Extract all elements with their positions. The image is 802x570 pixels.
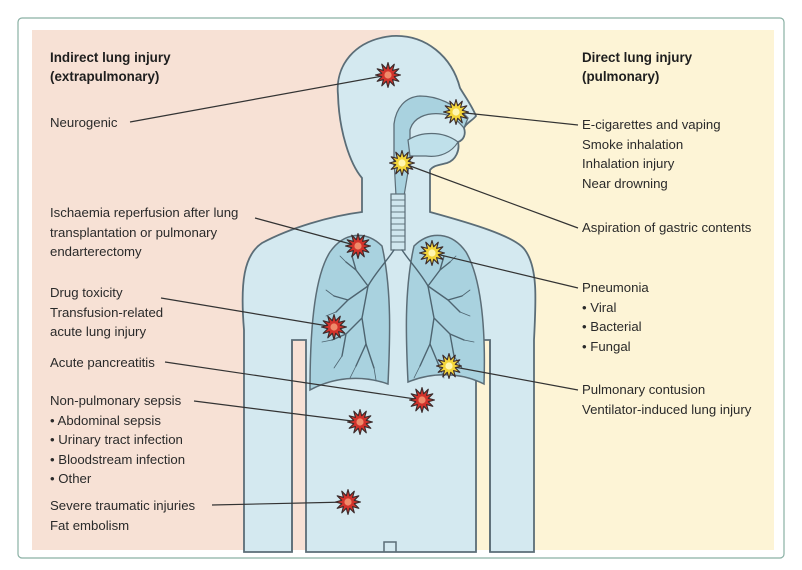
connector-lines bbox=[129, 74, 579, 506]
injury-marker-abdomen bbox=[346, 408, 374, 436]
label-line: acute lung injury bbox=[50, 324, 147, 340]
injury-marker-brain bbox=[374, 61, 402, 89]
outer-frame bbox=[17, 17, 785, 559]
label-line: Ventilator-induced lung injury bbox=[582, 401, 752, 417]
label-line: Smoke inhalation bbox=[582, 136, 684, 152]
injury-marker-right-lung-mid bbox=[320, 313, 348, 341]
label-acute-pancreatitis: Acute pancreatitis bbox=[50, 353, 155, 373]
injury-marker-nose bbox=[442, 98, 470, 126]
label-line: E-cigarettes and vaping bbox=[582, 117, 721, 132]
label-line: • Viral bbox=[582, 299, 617, 315]
label-line: Acute pancreatitis bbox=[50, 355, 155, 370]
label-line: • Other bbox=[50, 471, 92, 487]
label-non-pulmonary-sepsis: Non-pulmonary sepsis • Abdominal sepsis … bbox=[50, 391, 185, 489]
trachea-rings bbox=[391, 199, 405, 243]
injury-marker-pelvis bbox=[334, 488, 362, 516]
indirect-title: Indirect lung injury (extrapulmonary) bbox=[50, 48, 171, 86]
injury-marker-pancreas bbox=[408, 386, 436, 414]
label-pulmonary-contusion: Pulmonary contusion Ventilator-induced l… bbox=[582, 380, 751, 419]
label-line: Fat embolism bbox=[50, 517, 130, 533]
label-line: endarterectomy bbox=[50, 244, 142, 260]
direct-title: Direct lung injury (pulmonary) bbox=[582, 48, 692, 86]
injury-marker-right-lung-upper bbox=[344, 232, 372, 260]
label-neurogenic: Neurogenic bbox=[50, 113, 117, 133]
label-aspiration: Aspiration of gastric contents bbox=[582, 218, 751, 238]
label-line: Ischaemia reperfusion after lung bbox=[50, 205, 239, 220]
label-severe-traumatic-injuries: Severe traumatic injuries Fat embolism bbox=[50, 496, 195, 535]
injury-marker-left-lung-upper bbox=[418, 239, 446, 267]
injury-markers bbox=[320, 61, 470, 516]
label-drug-toxicity: Drug toxicity Transfusion-related acute … bbox=[50, 283, 163, 342]
label-line: Non-pulmonary sepsis bbox=[50, 393, 182, 408]
label-line: Near drowning bbox=[582, 175, 668, 191]
label-pneumonia: Pneumonia • Viral • Bacterial • Fungal bbox=[582, 278, 649, 356]
injury-marker-pharynx bbox=[388, 149, 416, 177]
label-ischaemia-reperfusion: Ischaemia reperfusion after lung transpl… bbox=[50, 203, 238, 262]
oral-cavity bbox=[407, 132, 459, 157]
bronchial-tree bbox=[331, 249, 465, 369]
left-lung bbox=[405, 234, 486, 386]
label-line: • Urinary tract infection bbox=[50, 432, 183, 448]
navel bbox=[383, 541, 397, 552]
injury-marker-left-lung-lower bbox=[435, 352, 463, 380]
label-line: Severe traumatic injuries bbox=[50, 498, 196, 513]
label-line: • Bloodstream infection bbox=[50, 451, 186, 467]
label-line: Inhalation injury bbox=[582, 156, 675, 172]
label-e-cigarettes: E-cigarettes and vaping Smoke inhalation… bbox=[582, 115, 721, 193]
indirect-title-line: Indirect lung injury bbox=[50, 50, 171, 65]
label-line: transplantation or pulmonary bbox=[50, 224, 218, 240]
label-line: Pulmonary contusion bbox=[582, 382, 706, 397]
label-line: Aspiration of gastric contents bbox=[582, 220, 752, 235]
label-line: Neurogenic bbox=[50, 115, 118, 130]
label-line: Transfusion-related bbox=[50, 304, 164, 320]
right-lung bbox=[309, 234, 391, 392]
direct-title-subline: (pulmonary) bbox=[582, 69, 660, 84]
label-line: • Abdominal sepsis bbox=[50, 412, 161, 428]
label-line: Drug toxicity bbox=[50, 285, 123, 300]
label-line: • Fungal bbox=[582, 338, 631, 354]
indirect-title-subline: (extrapulmonary) bbox=[50, 69, 160, 84]
label-line: • Bacterial bbox=[582, 319, 642, 335]
label-line: Pneumonia bbox=[582, 280, 649, 295]
direct-title-line: Direct lung injury bbox=[582, 50, 693, 65]
